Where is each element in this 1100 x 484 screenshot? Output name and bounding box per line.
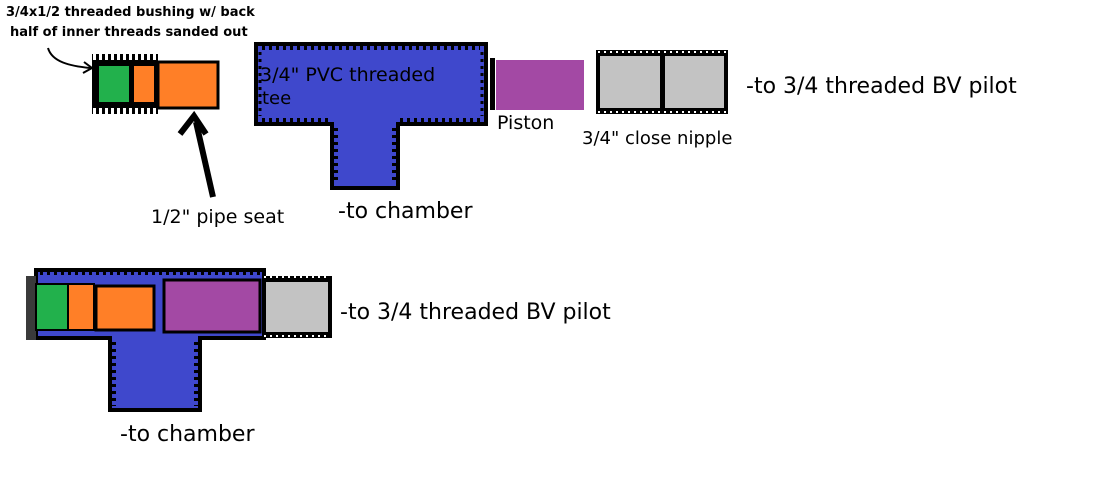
- piston-bottom: [162, 278, 262, 334]
- bushing-arrow: [47, 47, 94, 74]
- piston-label: Piston: [497, 112, 555, 134]
- bushing-note-line2: half of inner threads sanded out: [10, 25, 248, 40]
- pilot-label-bottom: -to 3/4 threaded BV pilot: [340, 300, 611, 325]
- tee-top: [254, 42, 488, 190]
- piston-top: [490, 58, 584, 110]
- pipe-seat-top: [156, 60, 220, 110]
- pilot-label-top: -to 3/4 threaded BV pilot: [746, 74, 1017, 99]
- tee-label-line1: 3/4" PVC threaded: [260, 64, 436, 86]
- chamber-label-bottom: -to chamber: [120, 422, 255, 447]
- bushing-bottom: [26, 276, 95, 340]
- pipe-seat-label: 1/2" pipe seat: [151, 206, 285, 228]
- chamber-label-top: -to chamber: [338, 199, 473, 224]
- pipe-seat-bottom: [94, 284, 156, 332]
- close-nipple-label: 3/4" close nipple: [582, 128, 733, 149]
- close-nipple-top: [596, 50, 728, 114]
- close-nipple-bottom: [262, 276, 332, 338]
- pipe-seat-arrow: [177, 110, 216, 198]
- bushing-note-line1: 3/4x1/2 threaded bushing w/ back: [6, 5, 255, 20]
- bushing-top: [92, 54, 158, 114]
- tee-label-line2: tee: [262, 88, 292, 109]
